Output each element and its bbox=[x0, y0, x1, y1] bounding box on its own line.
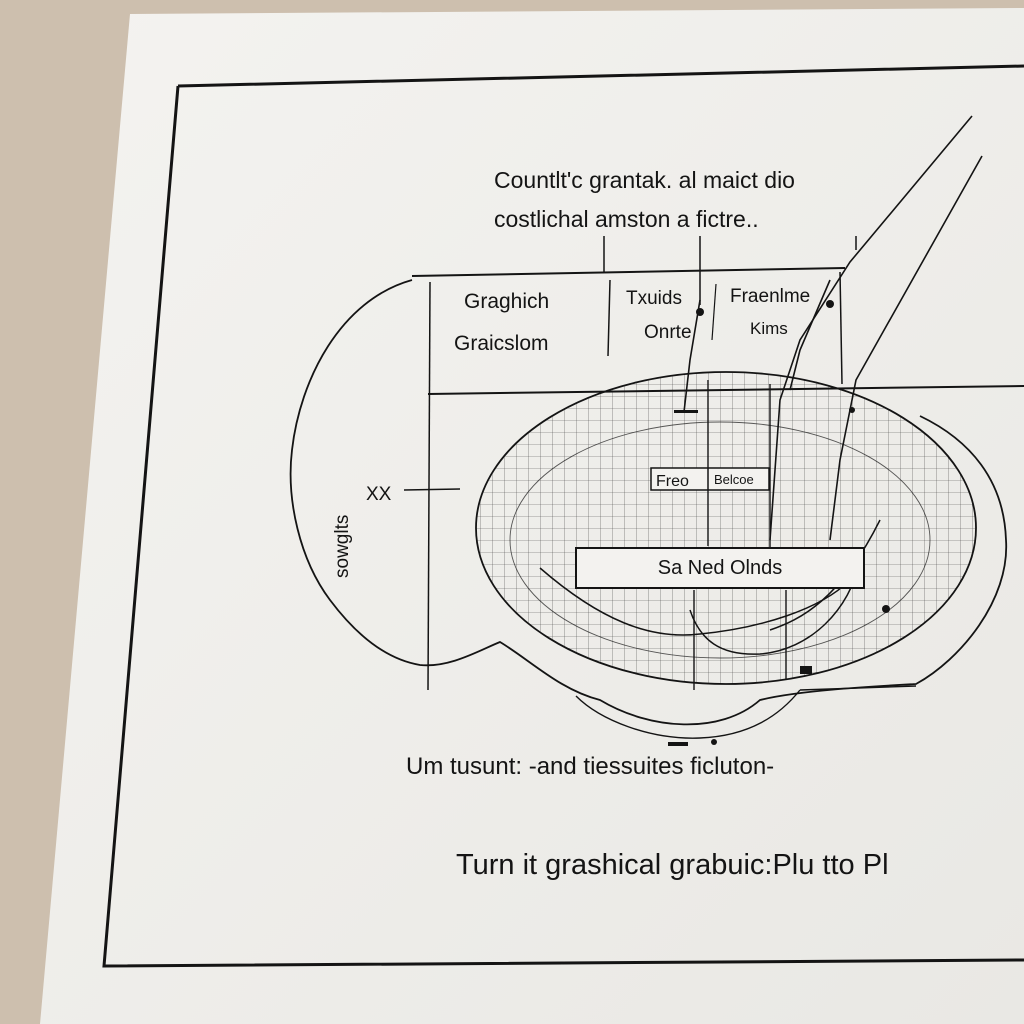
frame-border bbox=[102, 64, 1024, 968]
label-side-vertical: sowglts bbox=[332, 515, 353, 578]
pointer-lines bbox=[683, 115, 983, 541]
header-line-1: Countlt'c grantak. al maict dio bbox=[494, 167, 795, 193]
label-onrte: Onrte bbox=[644, 322, 692, 343]
bottom-caption: Um tusunt: -and tiessuites ficluton- bbox=[406, 753, 774, 780]
label-txuids: Txuids bbox=[626, 288, 682, 309]
label-xx: XX bbox=[366, 484, 392, 505]
xx-leader bbox=[403, 488, 461, 491]
grid-ellipse bbox=[475, 371, 977, 685]
label-box-main: Sa Ned Olnds bbox=[658, 557, 783, 579]
inner-ellipse bbox=[509, 421, 931, 659]
label-belcoe: Belcoe bbox=[714, 472, 754, 487]
header-line-2: costlichal amston a fictre.. bbox=[494, 206, 759, 232]
small-label-box bbox=[650, 467, 770, 491]
bottom-marker bbox=[668, 739, 717, 746]
main-label-box bbox=[575, 547, 865, 589]
label-graphich: Graghich bbox=[464, 290, 549, 313]
footer-text: Turn it grashical grabuic:Plu tto Pl bbox=[456, 849, 889, 881]
tick-marks bbox=[674, 300, 890, 674]
inner-curves bbox=[539, 519, 881, 655]
lower-contour bbox=[575, 685, 917, 739]
label-graicslom: Graicslom bbox=[454, 332, 549, 355]
label-fraenime: Fraenlme bbox=[730, 286, 810, 307]
vertical-lines bbox=[693, 380, 787, 690]
label-kims: Kims bbox=[750, 319, 788, 338]
label-freo: Freo bbox=[656, 473, 689, 490]
outer-outline bbox=[289, 279, 1007, 726]
